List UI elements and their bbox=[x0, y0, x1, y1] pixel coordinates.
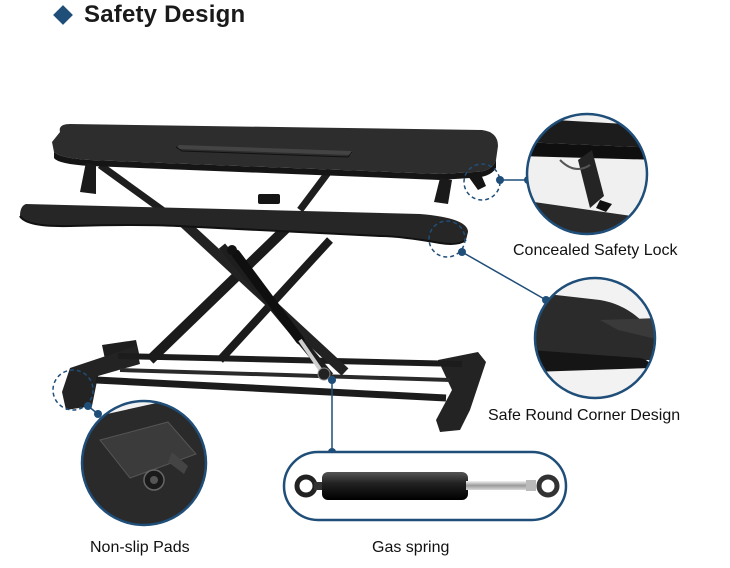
section-header: Safety Design bbox=[50, 0, 245, 30]
gas-spring-label: Gas spring bbox=[372, 539, 450, 556]
lock-callout bbox=[525, 112, 649, 236]
gas-spring-callout bbox=[282, 450, 568, 522]
pads-label: Non-slip Pads bbox=[90, 539, 190, 556]
pads-callout bbox=[80, 399, 208, 527]
corner-highlight bbox=[428, 220, 466, 258]
corner-label: Safe Round Corner Design bbox=[488, 407, 681, 424]
desk-converter bbox=[19, 124, 498, 432]
lock-label: Concealed Safety Lock bbox=[513, 242, 678, 259]
corner-callout bbox=[533, 276, 657, 400]
page-title: Safety Design bbox=[84, 1, 246, 28]
pad-highlight bbox=[52, 369, 94, 411]
